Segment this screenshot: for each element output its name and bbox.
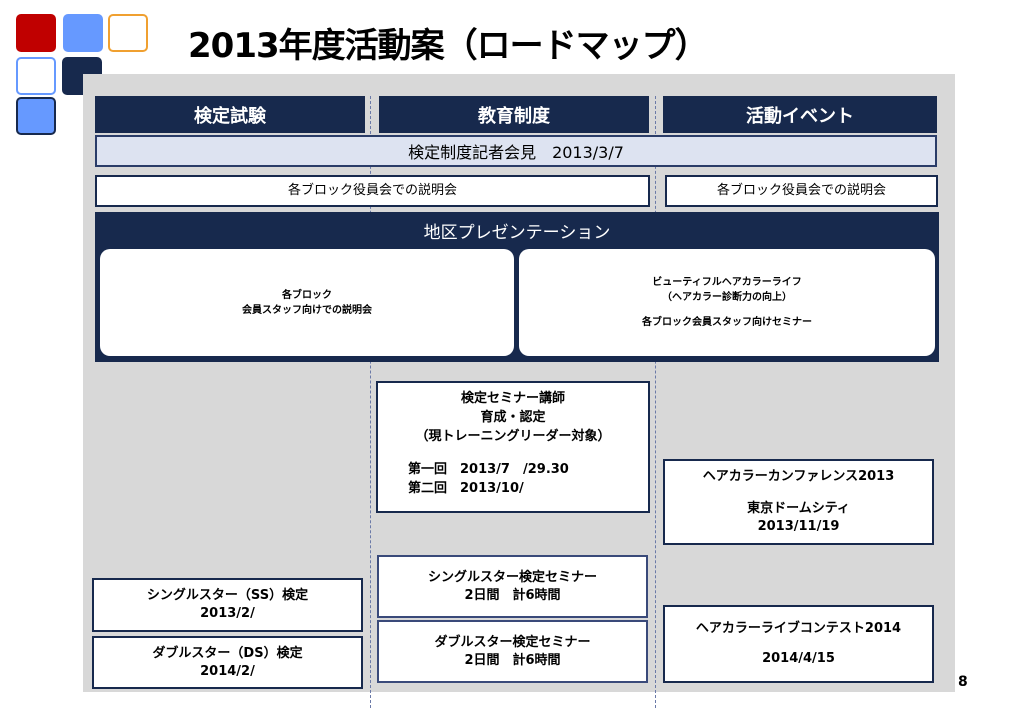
column-header-exam: 検定試験 (95, 96, 365, 133)
regional-presentation-title: 地区プレゼンテーション (423, 222, 611, 243)
instructor-seminar-line: 検定セミナー講師 (460, 391, 565, 406)
single-star-seminar-line: 2日間 計6時間 (464, 587, 561, 603)
page-number: 8 (958, 674, 968, 690)
ss-exam-line: 2013/2/ (200, 606, 255, 621)
instructor-seminar-line: 育成・認定 (480, 410, 546, 425)
regional-right-line: ビューティフルヘアカラーライフ (652, 277, 802, 288)
slide-title: 2013年度活動案（ロードマップ） (188, 26, 709, 66)
instructor-seminar-box: 検定セミナー講師 育成・認定 （現トレーニングリーダー対象） 第一回 2013/… (376, 381, 650, 513)
live-contest-line: 2014/4/15 (762, 651, 835, 666)
logo-square-blue-outline (16, 57, 56, 95)
single-star-seminar-box: シングルスター検定セミナー 2日間 計6時間 (377, 555, 648, 618)
live-contest-box: ヘアカラーライブコンテスト2014 2014/4/15 (663, 605, 934, 683)
logo-square-orange-outline (108, 14, 148, 52)
logo-square-blue-navy-border (16, 97, 56, 135)
block-briefing-left: 各ブロック役員会での説明会 (95, 175, 650, 207)
instructor-seminar-session: 第一回 2013/7 /29.30 (408, 462, 569, 477)
ds-exam-line: ダブルスター（DS）検定 (152, 645, 303, 661)
regional-left-line: 各ブロック (282, 289, 332, 301)
ss-exam-line: シングルスター（SS）検定 (146, 588, 309, 603)
hair-color-conference-box: ヘアカラーカンファレンス2013 東京ドームシティ 2013/11/19 (663, 459, 934, 545)
regional-right-line: （ヘアカラー診断力の向上） (662, 292, 792, 303)
column-header-education: 教育制度 (379, 96, 649, 133)
double-star-seminar-box: ダブルスター検定セミナー 2日間 計6時間 (377, 620, 648, 683)
ss-exam-box: シングルスター（SS）検定 2013/2/ (92, 578, 363, 632)
column-divider-left (370, 96, 371, 708)
conference-line: 東京ドームシティ (747, 501, 850, 516)
single-star-seminar-line: シングルスター検定セミナー (427, 569, 597, 585)
block-briefing-right: 各ブロック役員会での説明会 (665, 175, 938, 207)
instructor-seminar-session: 第二回 2013/10/ (408, 481, 524, 496)
conference-line: ヘアカラーカンファレンス2013 (702, 469, 895, 484)
double-star-seminar-line: ダブルスター検定セミナー (434, 634, 591, 650)
press-conference-bar: 検定制度記者会見 2013/3/7 (95, 135, 937, 167)
ds-exam-line: 2014/2/ (200, 663, 255, 679)
column-divider-right (655, 96, 656, 708)
regional-hair-color-seminar: ビューティフルヘアカラーライフ （ヘアカラー診断力の向上） 各ブロック会員スタッ… (519, 249, 935, 356)
conference-line: 2013/11/19 (757, 519, 840, 534)
logo-square-red (16, 14, 56, 52)
live-contest-line: ヘアカラーライブコンテスト2014 (695, 621, 902, 636)
regional-left-line: 会員スタッフ向けでの説明会 (242, 304, 372, 316)
regional-right-line: 各ブロック会員スタッフ向けセミナー (642, 317, 812, 328)
column-header-events: 活動イベント (663, 96, 937, 133)
ds-exam-box: ダブルスター（DS）検定 2014/2/ (92, 636, 363, 689)
logo-square-blue (63, 14, 103, 52)
double-star-seminar-line: 2日間 計6時間 (464, 652, 561, 668)
regional-member-briefing: 各ブロック 会員スタッフ向けでの説明会 (100, 249, 514, 356)
instructor-seminar-line: （現トレーニングリーダー対象） (415, 429, 611, 444)
